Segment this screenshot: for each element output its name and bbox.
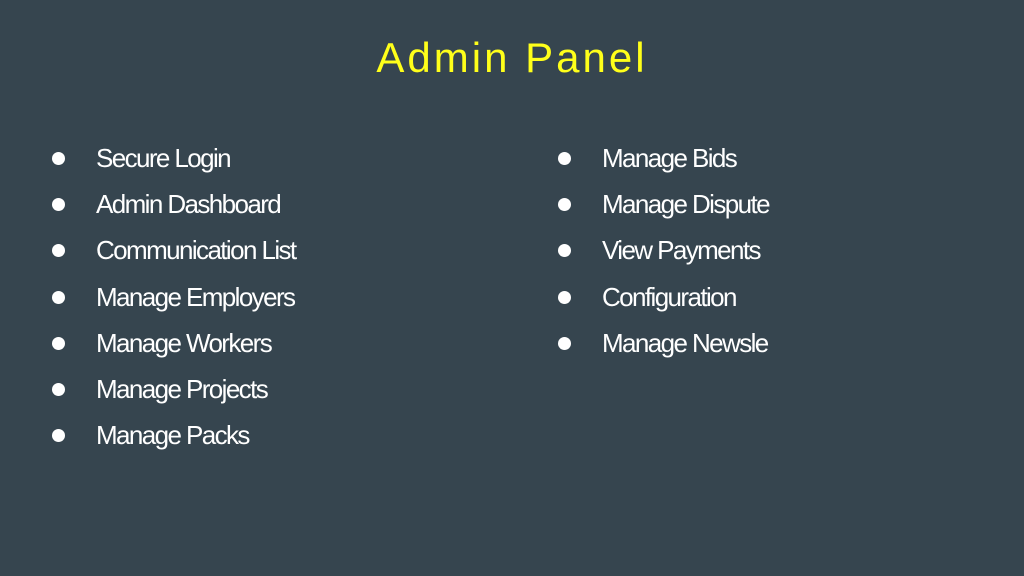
bullet-icon [52, 290, 65, 304]
slide-title: Admin Panel [376, 34, 648, 81]
list-item-label: Manage Employers [96, 281, 296, 312]
list-item-label: Manage Dispute [602, 188, 771, 219]
list-item-label: Manage Projects [96, 374, 269, 405]
bullet-icon [52, 429, 65, 443]
bullet-icon [52, 244, 65, 258]
list-item-label: Admin Dashboard [96, 188, 282, 219]
feature-list-left: Secure Login Admin Dashboard Communicati… [52, 135, 492, 459]
bullet-icon [558, 244, 571, 258]
bullet-icon [558, 197, 571, 211]
list-item: View Payments [558, 228, 978, 274]
list-item: Manage Projects [52, 366, 492, 412]
list-item: Manage Packs [52, 413, 492, 459]
list-item: Communication List [52, 228, 492, 274]
list-item-label: Communication List [96, 235, 297, 266]
list-item: Configuration [558, 274, 978, 320]
list-item: Manage Bids [558, 135, 978, 181]
list-item-label: Secure Login [96, 142, 232, 173]
feature-list-right: Manage Bids Manage Dispute View Payments… [558, 135, 978, 366]
list-item: Manage Dispute [558, 181, 978, 227]
bullet-icon [558, 151, 571, 165]
bullet-icon [52, 197, 65, 211]
bullet-icon [558, 290, 571, 304]
list-item: Manage Employers [52, 274, 492, 320]
bullet-icon [52, 336, 65, 350]
list-item-label: View Payments [602, 235, 762, 266]
list-item: Manage Workers [52, 320, 492, 366]
bullet-icon [558, 336, 571, 350]
list-item-label: Manage Newsle [602, 327, 769, 358]
list-item: Secure Login [52, 135, 492, 181]
list-item: Admin Dashboard [52, 181, 492, 227]
list-item-label: Manage Packs [96, 420, 250, 451]
list-item-label: Manage Bids [602, 142, 738, 173]
list-item-label: Configuration [602, 281, 737, 312]
list-item-label: Manage Workers [96, 327, 273, 358]
bullet-icon [52, 151, 65, 165]
bullet-icon [52, 383, 65, 397]
list-item: Manage Newsle [558, 320, 978, 366]
